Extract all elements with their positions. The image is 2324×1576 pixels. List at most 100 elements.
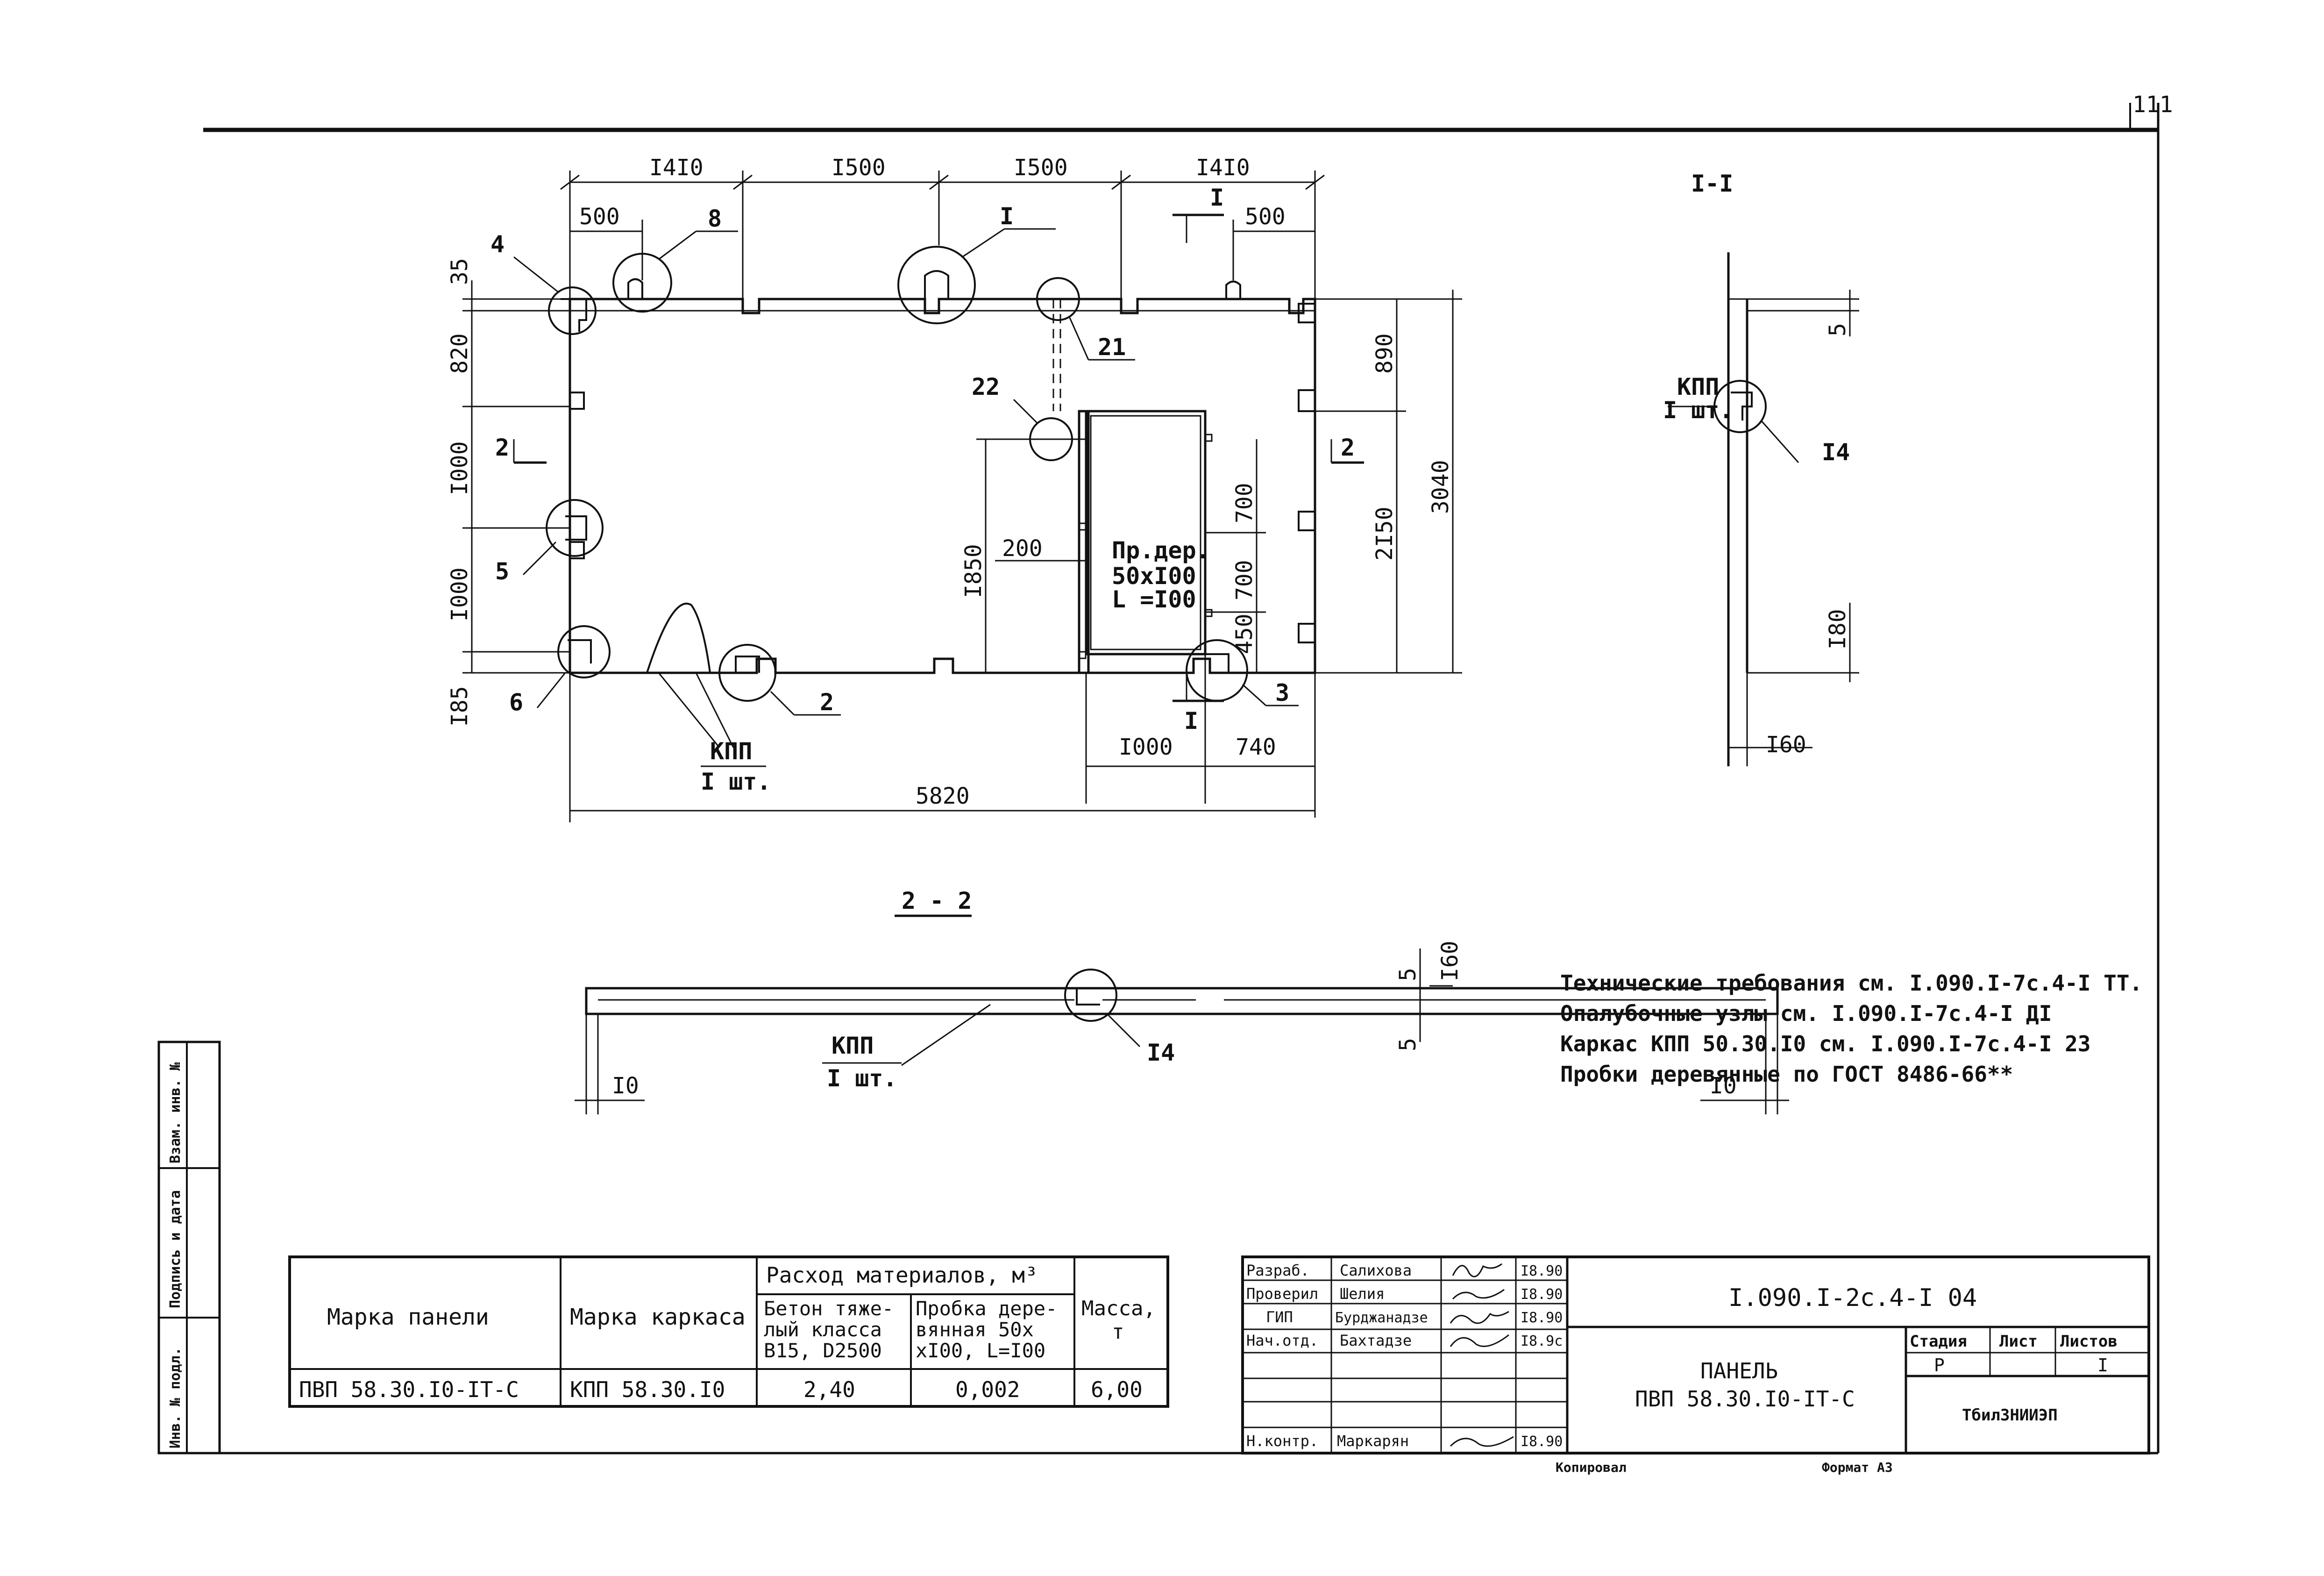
table-cell-plug: 0,002 (955, 1377, 1020, 1402)
materials-table: Марка панели Марка каркаса Расход матери… (288, 1255, 1169, 1408)
table-header-mass-2: т (1112, 1320, 1124, 1344)
note-2: Опалубочные узлы см. I.090.I-7с.4-I ДI (1560, 1001, 2052, 1026)
tb-role-5: Н.контр. (1246, 1432, 1318, 1450)
dim-overall-width: 5820 (916, 783, 970, 809)
tb-role-3: ГИП (1266, 1308, 1293, 1326)
node-callouts (546, 246, 1248, 702)
plug-label-3: L =I00 (1112, 586, 1196, 613)
tb-date-2: I8.90 (1521, 1286, 1563, 1303)
callout-21: 21 (1098, 334, 1126, 361)
plug-label-1: Пр.дер. (1112, 537, 1210, 564)
section-2-dim-bottom: 5 (1395, 1038, 1421, 1051)
page-number: 111 (2132, 92, 2173, 118)
tb-name-1: Салихова (1340, 1262, 1412, 1279)
tb-name-5: Маркарян (1337, 1432, 1409, 1450)
callout-8: 8 (708, 205, 722, 232)
callout-22: 22 (972, 373, 1000, 400)
section-mark-2-right: 2 (1341, 434, 1355, 461)
tb-name-2: Шелия (1340, 1285, 1385, 1303)
kpp-label-main: КПП (710, 738, 752, 765)
table-cell-mass: 6,00 (1091, 1377, 1143, 1402)
section-mark-2-left: 2 (495, 434, 509, 461)
dim-offset-right: 500 (1245, 204, 1286, 230)
callout-leaders (513, 228, 1299, 748)
section-mark-1-bottom: I (1184, 707, 1198, 735)
dim-left-5: I85 (447, 686, 473, 727)
section-1-title: I-I (1691, 170, 1733, 197)
bottom-dimensions: I000 740 5820 (569, 673, 1316, 822)
section-2-dim-left: I0 (612, 1073, 639, 1099)
dim-left-4: I000 (447, 567, 473, 621)
section-1-dim-top: 5 (1825, 323, 1851, 336)
note-3: Каркас КПП 50.30.I0 см. I.090.I-7с.4-I 2… (1560, 1031, 2090, 1056)
tb-name-3: Бурджанадзе (1335, 1310, 1428, 1326)
callout-numbers: 4 8 I 21 22 5 6 2 3 (490, 203, 1289, 716)
dim-plug-offset: 200 (1002, 535, 1043, 562)
dim-bottom-2: 740 (1236, 734, 1276, 760)
dim-bottom-1: I000 (1119, 734, 1173, 760)
opening-dimensions: I850 200 700 700 450 (960, 438, 1266, 673)
side-stamp-inv: Инв. № подл. (167, 1347, 184, 1448)
dim-plug-3: 450 (1231, 613, 1258, 654)
note-1: Технические требования см. I.090.I-7с.4-… (1560, 970, 2142, 996)
main-panel-view: I4I0 I500 I500 I4I0 500 500 35 820 I000 … (447, 155, 1462, 822)
section-2-dim-top: 5 (1395, 968, 1421, 981)
sheet-frame: 111 (203, 92, 2173, 1455)
dim-plug-1: 700 (1231, 483, 1258, 523)
section-2-2: 2 - 2 I4 КПП I шт. I0 I0 5 5 I60 (575, 887, 1789, 1114)
tb-date-5: I8.90 (1521, 1433, 1563, 1450)
section-mark-1-top: I (1210, 184, 1224, 211)
kpp-qty-main: I шт. (701, 768, 771, 795)
right-dimensions: 890 2I50 3040 (1299, 290, 1462, 674)
tb-role-2: Проверил (1246, 1285, 1318, 1303)
callout-1: I (1000, 203, 1014, 230)
callout-6: 6 (509, 689, 523, 716)
footer-format: Формат А3 (1822, 1460, 1893, 1475)
footer-copied: Копировал (1556, 1460, 1627, 1475)
section-2-kpp-label: КПП (832, 1032, 874, 1059)
dim-right-2: 2I50 (1372, 506, 1398, 561)
section-1-dim-bottom: I80 (1825, 609, 1851, 649)
plug-markers (1078, 434, 1213, 659)
section-2-dim-thickness: I60 (1437, 941, 1463, 981)
tb-name-4: Бахтадзе (1340, 1332, 1412, 1349)
section-marks: 2 2 I I (495, 184, 1364, 735)
tb-sheet-header: Лист (1999, 1332, 2038, 1351)
tb-sheets-header: Листов (2060, 1332, 2118, 1351)
table-header-concrete-3: B15, D2500 (764, 1339, 882, 1362)
signatures (1450, 1263, 1514, 1447)
dim-opening-height: I850 (960, 544, 987, 598)
tb-role-4: Нач.отд. (1246, 1332, 1318, 1349)
tb-date-4: I8.9с (1521, 1333, 1563, 1349)
section-1-dim-width: I60 (1766, 732, 1806, 758)
tb-code: I.090.I-2с.4-I 04 (1728, 1284, 1977, 1312)
section-2-kpp-qty: I шт. (827, 1065, 897, 1092)
dim-top-4: I4I0 (1196, 155, 1250, 181)
table-cell-concrete: 2,40 (803, 1377, 855, 1402)
callout-2: 2 (820, 689, 834, 716)
section-1-kpp-label: КПП (1677, 373, 1719, 400)
table-header-frame: Марка каркаса (570, 1304, 746, 1330)
table-header-panel: Марка панели (327, 1304, 489, 1330)
table-header-plug-3: хI00, L=I00 (916, 1339, 1045, 1362)
table-cell-panel: ПВП 58.30.I0-IТ-С (299, 1377, 519, 1402)
side-stamp-signature: Подпись и дата (167, 1190, 184, 1308)
callout-4: 4 (490, 231, 505, 258)
dim-left-3: I000 (447, 441, 473, 495)
plug-label-2: 50хI00 (1112, 563, 1196, 590)
table-header-mass-1: Масса, (1081, 1297, 1156, 1320)
dim-right-1: 890 (1372, 333, 1398, 374)
left-dimensions: 35 820 I000 I000 I85 (447, 258, 570, 727)
section-1-kpp-qty: I шт. (1663, 397, 1734, 424)
section-1-1: I-I КПП I шт. I4 5 I80 I60 (1663, 170, 1859, 766)
dim-top-3: I500 (1014, 155, 1068, 181)
table-header-concrete-2: лый класса (764, 1318, 882, 1341)
callout-5: 5 (495, 558, 509, 585)
dim-top-2: I500 (832, 155, 886, 181)
table-header-plug-1: Пробка дере- (916, 1297, 1057, 1320)
tb-date-3: I8.90 (1521, 1310, 1563, 1326)
section-2-title: 2 - 2 (902, 887, 972, 914)
title-block: Разраб. Проверил ГИП Нач.отд. Н.контр. С… (1241, 1255, 2150, 1455)
tb-title-1: ПАНЕЛЬ (1700, 1358, 1778, 1383)
